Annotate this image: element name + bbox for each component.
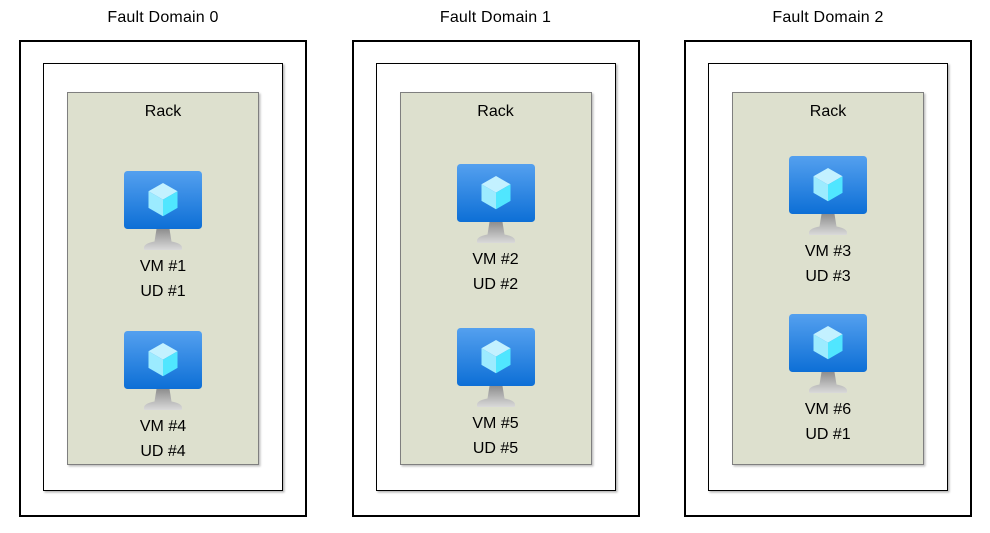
fault-domain-2: Fault Domain 2 Rack VM #3 UD #3	[684, 0, 972, 533]
cube-left-face	[148, 351, 163, 377]
ud-label: UD #1	[805, 426, 851, 443]
virtual-machine-icon	[789, 314, 867, 393]
monitor-stand	[144, 389, 182, 410]
virtual-machine-icon	[124, 331, 202, 410]
rack-label: Rack	[144, 103, 182, 120]
cube-right-face	[495, 348, 510, 374]
rack-label: Rack	[809, 103, 847, 120]
vm-unit: VM #5 UD #5	[456, 327, 536, 461]
virtual-machine-icon	[456, 164, 535, 243]
vm-unit: VM #1 UD #1	[123, 170, 203, 304]
vm-label: VM #2	[472, 251, 519, 268]
monitor-stand	[809, 214, 847, 235]
fault-domain-0: Fault Domain 0 Rack VM #1 UD #1	[19, 0, 307, 533]
ud-label: UD #4	[140, 443, 186, 460]
ud-label: UD #2	[472, 276, 519, 293]
vm-label: VM #4	[139, 418, 187, 435]
fault-domain-title: Fault Domain 0	[107, 9, 219, 26]
monitor-stand	[476, 386, 515, 407]
vm-unit: VM #3 UD #3	[788, 155, 868, 289]
fault-domain-inner-box: Rack VM #2 UD #2	[375, 63, 616, 491]
virtual-machine-icon	[789, 156, 867, 235]
fault-domain-inner-box: Rack VM #1 UD #1	[43, 63, 283, 491]
monitor-stand	[144, 229, 182, 250]
cube-left-face	[813, 334, 828, 360]
ud-label: UD #3	[805, 268, 851, 285]
fault-domain-title: Fault Domain 2	[772, 9, 884, 26]
monitor-stand	[809, 372, 847, 393]
vm-label: VM #3	[804, 243, 852, 260]
cube-right-face	[163, 351, 178, 377]
fault-domain-inner-box: Rack VM #3 UD #3	[708, 63, 948, 491]
vm-unit: VM #6 UD #1	[788, 313, 868, 447]
virtual-machine-icon	[124, 171, 202, 250]
rack-label: Rack	[477, 103, 514, 120]
fault-domain-title: Fault Domain 1	[439, 9, 552, 26]
vm-label: VM #6	[804, 401, 852, 418]
rack: Rack VM #1 UD #1	[67, 92, 259, 465]
virtual-machine-icon	[456, 328, 535, 407]
vm-unit: VM #4 UD #4	[123, 330, 203, 464]
vm-label: VM #5	[472, 415, 519, 432]
rack: Rack VM #3 UD #3	[732, 92, 924, 465]
vm-label: VM #1	[139, 258, 187, 275]
cube-right-face	[828, 334, 843, 360]
monitor-stand	[476, 222, 515, 243]
fault-domain-outer-box: Rack VM #2 UD #2	[351, 40, 640, 517]
fault-domain-outer-box: Rack VM #1 UD #1	[19, 40, 307, 517]
fault-domain-1: Fault Domain 1 Rack VM #2 UD #2	[351, 0, 640, 533]
vm-unit: VM #2 UD #2	[456, 163, 536, 297]
fault-domain-outer-box: Rack VM #3 UD #3	[684, 40, 972, 517]
ud-label: UD #5	[472, 440, 519, 457]
cube-left-face	[481, 348, 496, 374]
ud-label: UD #1	[140, 283, 186, 300]
rack: Rack VM #2 UD #2	[399, 92, 592, 465]
